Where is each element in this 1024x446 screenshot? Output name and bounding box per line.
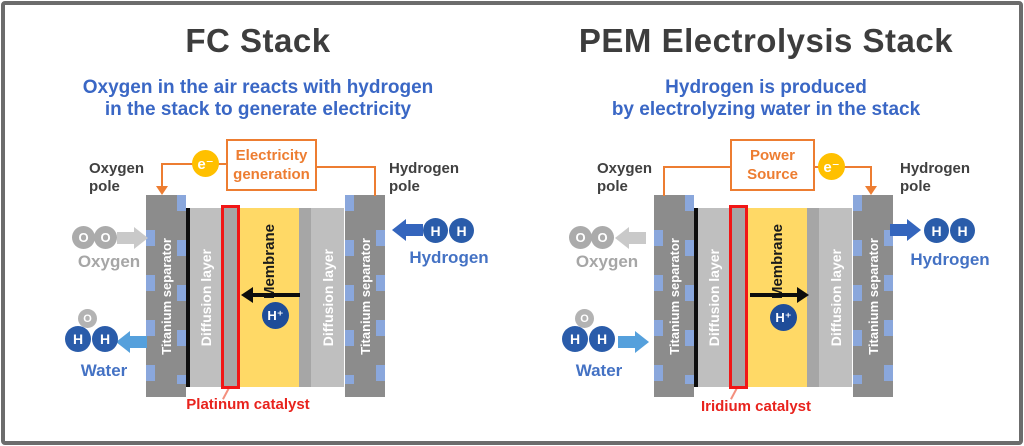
pem-water-hydrogen-atom-icon: H (589, 326, 615, 352)
pem-oxygen-out-arrow-icon (615, 227, 646, 249)
fc-water-hydrogen-atom-icon: H (65, 326, 91, 352)
fc-hydrogen-label: Hydrogen (409, 248, 489, 267)
fc-subtitle: Oxygen in the air reacts with hydrogen i… (4, 77, 512, 121)
fc-hydrogen-pole-label: Hydrogen pole (389, 160, 460, 195)
fc-electricity-generation-box: Electricity generation (226, 139, 317, 191)
pem-titanium-separator-left: Titanium separator (654, 195, 694, 397)
fc-platinum-catalyst-strip (221, 205, 240, 389)
fc-subtitle-line2: in the stack to generate electricity (104, 99, 412, 120)
pem-separator-right-label: Titanium separator (865, 237, 881, 355)
pem-diffusion-right-label: Diffusion layer (827, 248, 844, 347)
fc-subtitle-line1: Oxygen in the air reacts with hydrogen (82, 77, 434, 98)
fc-oxygen-atom-icon: O (94, 226, 117, 249)
pem-oxygen-atom-icon: O (569, 226, 592, 249)
pem-separator-channels-icon (884, 208, 893, 384)
fc-oxygen-atom-icon: O (72, 226, 95, 249)
fc-wire-right-vertical (374, 166, 376, 196)
fc-diffusion-layer-right: Diffusion layer (311, 208, 344, 387)
pem-oxygen-label: Oxygen (575, 252, 639, 271)
pem-subtitle-line2: by electrolyzing water in the stack (611, 99, 921, 120)
fc-diffusion-layer-left: Diffusion layer (190, 208, 222, 387)
fc-water-oxygen-atom-icon: O (78, 309, 97, 328)
fc-title: FC Stack (185, 22, 331, 59)
pem-catalyst-label: Iridium catalyst (700, 398, 812, 415)
fc-membrane-edge-strip (299, 208, 311, 387)
fc-catalyst-label: Platinum catalyst (186, 396, 310, 413)
fc-hydrogen-atom-icon: H (449, 218, 474, 243)
pem-titanium-separator-right: Titanium separator (853, 195, 893, 397)
pem-wire-left-horizontal (663, 166, 730, 168)
fc-wire-right-horizontal (315, 166, 374, 168)
pem-hydrogen-pole-label: Hydrogen pole (900, 160, 971, 195)
pem-hydrogen-out-arrow-icon (890, 219, 921, 241)
pem-hydrogen-atom-icon: H (950, 218, 975, 243)
pem-water-label: Water (575, 361, 623, 380)
pem-power-source-box: Power Source (730, 139, 815, 191)
pem-panel: PEM Electrolysis Stack Hydrogen is produ… (512, 0, 1020, 438)
fc-water-hydrogen-atom-icon: H (92, 326, 118, 352)
pem-electron-icon: e⁻ (818, 153, 845, 180)
pem-separator-left-label: Titanium separator (666, 237, 682, 355)
fc-electrode-line (186, 208, 190, 387)
pem-separator-channels-icon (654, 208, 663, 384)
pem-subtitle-line1: Hydrogen is produced (665, 77, 867, 98)
pem-separator-channels-icon (685, 195, 694, 384)
pem-title: PEM Electrolysis Stack (578, 22, 954, 59)
pem-electrode-line (694, 208, 698, 387)
fc-oxygen-pole-label: Oxygen pole (89, 160, 145, 195)
fc-electron-icon: e⁻ (192, 150, 219, 177)
pem-diffusion-left-label: Diffusion layer (706, 248, 722, 347)
pem-iridium-catalyst-strip (729, 205, 748, 389)
fc-separator-channels-icon (146, 208, 155, 384)
fc-separator-right-label: Titanium separator (357, 237, 373, 355)
pem-wire-right-vertical (870, 166, 872, 188)
fc-titanium-separator-left: Titanium separator (146, 195, 186, 397)
fc-water-label: Water (80, 361, 128, 380)
pem-subtitle: Hydrogen is produced by electrolyzing wa… (512, 77, 1020, 121)
fc-hydrogen-in-arrow-icon (392, 219, 423, 241)
fc-separator-left-label: Titanium separator (158, 237, 174, 355)
fc-wire-arrowhead-down-icon (156, 186, 168, 195)
pem-proton-flow-arrow-right-icon (750, 287, 809, 303)
fc-titanium-separator-right: Titanium separator (345, 195, 385, 397)
fc-proton-flow-arrow-left-icon (241, 287, 300, 303)
pem-diffusion-layer-right: Diffusion layer (819, 208, 852, 387)
fc-proton-badge: H⁺ (262, 302, 289, 329)
pem-separator-channels-icon (853, 195, 862, 384)
fc-separator-channels-icon (376, 208, 385, 384)
pem-hydrogen-atom-icon: H (924, 218, 949, 243)
pem-water-oxygen-atom-icon: O (575, 309, 594, 328)
fc-separator-channels-icon (345, 195, 354, 384)
pem-oxygen-atom-icon: O (591, 226, 614, 249)
fc-diffusion-right-label: Diffusion layer (319, 248, 336, 347)
pem-wire-left-vertical (663, 166, 665, 196)
pem-water-hydrogen-atom-icon: H (562, 326, 588, 352)
pem-water-in-arrow-icon (618, 331, 649, 353)
fc-diffusion-left-label: Diffusion layer (198, 248, 214, 347)
fc-oxygen-label: Oxygen (77, 252, 141, 271)
fc-panel: FC Stack Oxygen in the air reacts with h… (4, 0, 512, 438)
pem-oxygen-pole-label: Oxygen pole (597, 160, 653, 195)
pem-hydrogen-label: Hydrogen (910, 250, 990, 269)
fc-water-out-arrow-icon (116, 331, 147, 353)
pem-diffusion-layer-left: Diffusion layer (698, 208, 730, 387)
fc-wire-left-vertical (161, 163, 163, 188)
fc-hydrogen-atom-icon: H (423, 218, 448, 243)
fc-oxygen-in-arrow-icon (117, 227, 148, 249)
pem-wire-arrowhead-down-icon (865, 186, 877, 195)
pem-membrane-edge-strip (807, 208, 819, 387)
pem-proton-badge: H⁺ (770, 304, 797, 331)
fc-separator-channels-icon (177, 195, 186, 384)
